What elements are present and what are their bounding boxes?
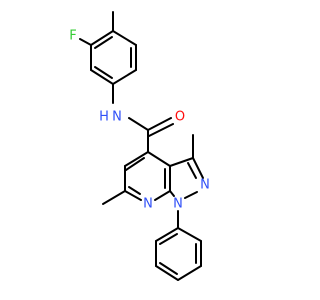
bond-amide-n-carbonyl: [128, 117, 149, 131]
bond-aryl-fluorine: [79, 38, 92, 46]
bond: [90, 69, 114, 85]
atom-label-pyrazole-n2: N: [200, 178, 210, 193]
phenyl-ring: [155, 227, 202, 281]
bond: [125, 157, 145, 171]
pyrazole-ring: [169, 157, 204, 199]
atom-label-pyrazole-n1: N: [173, 197, 183, 212]
atom-label-pyridine-n: N: [143, 197, 153, 212]
bond: [94, 36, 113, 49]
atom-label-amide-nh: H N: [99, 110, 122, 125]
bond-carbonyl-double-2: [148, 123, 174, 137]
bond: [147, 151, 171, 167]
bond: [169, 190, 175, 197]
bond: [187, 162, 197, 179]
pyrazole-n1-label: N: [173, 197, 183, 212]
atom-label-carbonyl-oxygen: O: [175, 110, 185, 125]
molecule-structure-diagram: F H N O N N N: [69, 11, 210, 281]
pyridine-ring: [124, 151, 171, 201]
bond: [112, 69, 137, 85]
bond-carbonyl-double-1: [147, 117, 172, 131]
bond: [124, 190, 142, 201]
bond: [177, 265, 202, 281]
amide-nitrogen-label: N: [112, 110, 122, 125]
bond: [155, 265, 179, 281]
pyridine-nitrogen-label: N: [143, 197, 153, 212]
bond: [94, 66, 113, 79]
bond: [192, 157, 204, 179]
bond-pyridine-methyl: [102, 190, 126, 205]
pyrazole-n2-label: N: [200, 178, 210, 193]
carbonyl-oxygen-label: O: [175, 110, 185, 125]
fluorine-label: F: [69, 29, 76, 44]
aryl-ring: [90, 30, 137, 85]
bond: [177, 227, 202, 242]
bond: [169, 157, 194, 167]
bond: [124, 151, 149, 167]
bond: [159, 233, 178, 245]
bond: [90, 30, 114, 46]
bond: [112, 30, 137, 46]
bond: [128, 186, 141, 195]
bond: [154, 190, 171, 201]
amide-hydrogen-label: H: [99, 110, 109, 125]
bond: [184, 191, 198, 199]
bond: [155, 227, 179, 242]
atom-label-fluorine: F: [69, 29, 76, 44]
bond: [159, 262, 178, 275]
